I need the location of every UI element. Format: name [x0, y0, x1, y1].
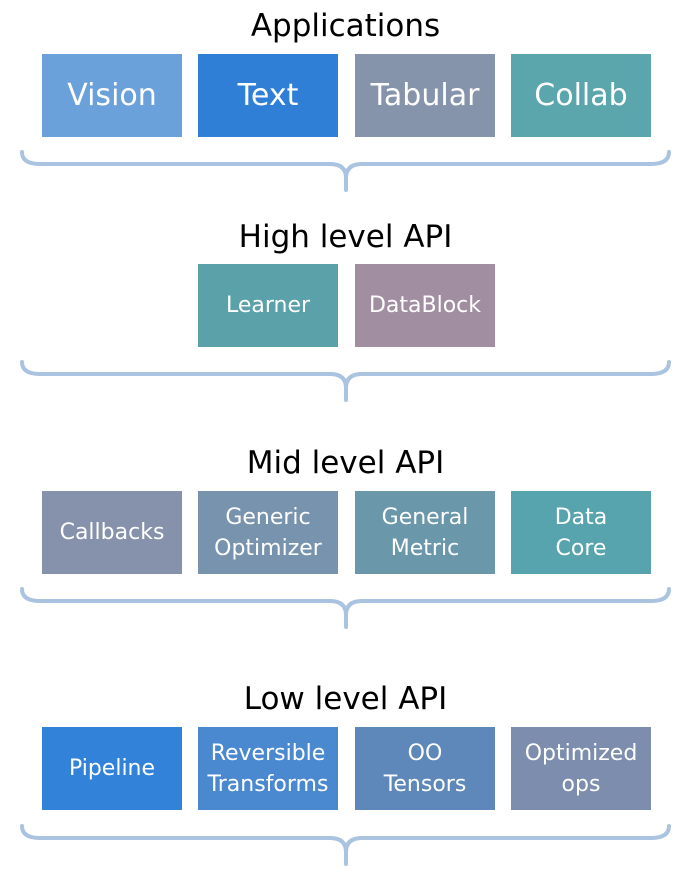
vision-box: Vision	[42, 54, 182, 137]
pipeline-label: Pipeline	[68, 756, 156, 781]
oo-tensors-label-line2: Tensors	[383, 771, 467, 797]
optimized-ops-label-line2: ops	[561, 771, 601, 797]
oo-tensors-box: OO Tensors	[355, 727, 495, 810]
vision-label: Vision	[67, 78, 157, 113]
high-level-api-title: High level API	[238, 219, 453, 255]
tabular-label: Tabular	[370, 78, 480, 113]
callbacks-label: Callbacks	[59, 520, 165, 545]
mid-level-brace	[20, 587, 671, 629]
callbacks-box: Callbacks	[42, 491, 182, 574]
general-metric-label-line2: Metric	[390, 535, 460, 561]
reversible-transforms-label-line2: Transforms	[207, 771, 329, 797]
low-level-brace	[20, 824, 671, 866]
text-label: Text	[237, 78, 299, 113]
mid-level-api-title: Mid level API	[246, 445, 445, 481]
data-core-box: Data Core	[511, 491, 651, 574]
optimized-ops-box: Optimized ops	[511, 727, 651, 810]
datablock-label: DataBlock	[368, 293, 482, 318]
data-core-label-line2: Core	[555, 535, 607, 561]
low-level-api-title: Low level API	[243, 681, 448, 717]
oo-tensors-label-line1: OO	[407, 740, 443, 766]
learner-label: Learner	[225, 293, 311, 318]
general-metric-box: General Metric	[355, 491, 495, 574]
learner-box: Learner	[198, 264, 338, 347]
general-metric-label-line1: General	[381, 504, 469, 530]
pipeline-box: Pipeline	[42, 727, 182, 810]
applications-brace	[20, 150, 671, 192]
optimized-ops-label-line1: Optimized	[524, 740, 638, 766]
generic-optimizer-label-line1: Generic	[225, 504, 311, 530]
collab-box: Collab	[511, 54, 651, 137]
tabular-box: Tabular	[355, 54, 495, 137]
datablock-box: DataBlock	[355, 264, 495, 347]
generic-optimizer-box: Generic Optimizer	[198, 491, 338, 574]
reversible-transforms-box: Reversible Transforms	[198, 727, 338, 810]
reversible-transforms-label-line1: Reversible	[210, 740, 326, 766]
collab-label: Collab	[534, 78, 628, 113]
high-level-brace	[20, 360, 671, 402]
generic-optimizer-label-line2: Optimizer	[214, 535, 322, 561]
applications-title: Applications	[250, 8, 441, 44]
data-core-label-line1: Data	[554, 504, 608, 530]
text-box: Text	[198, 54, 338, 137]
